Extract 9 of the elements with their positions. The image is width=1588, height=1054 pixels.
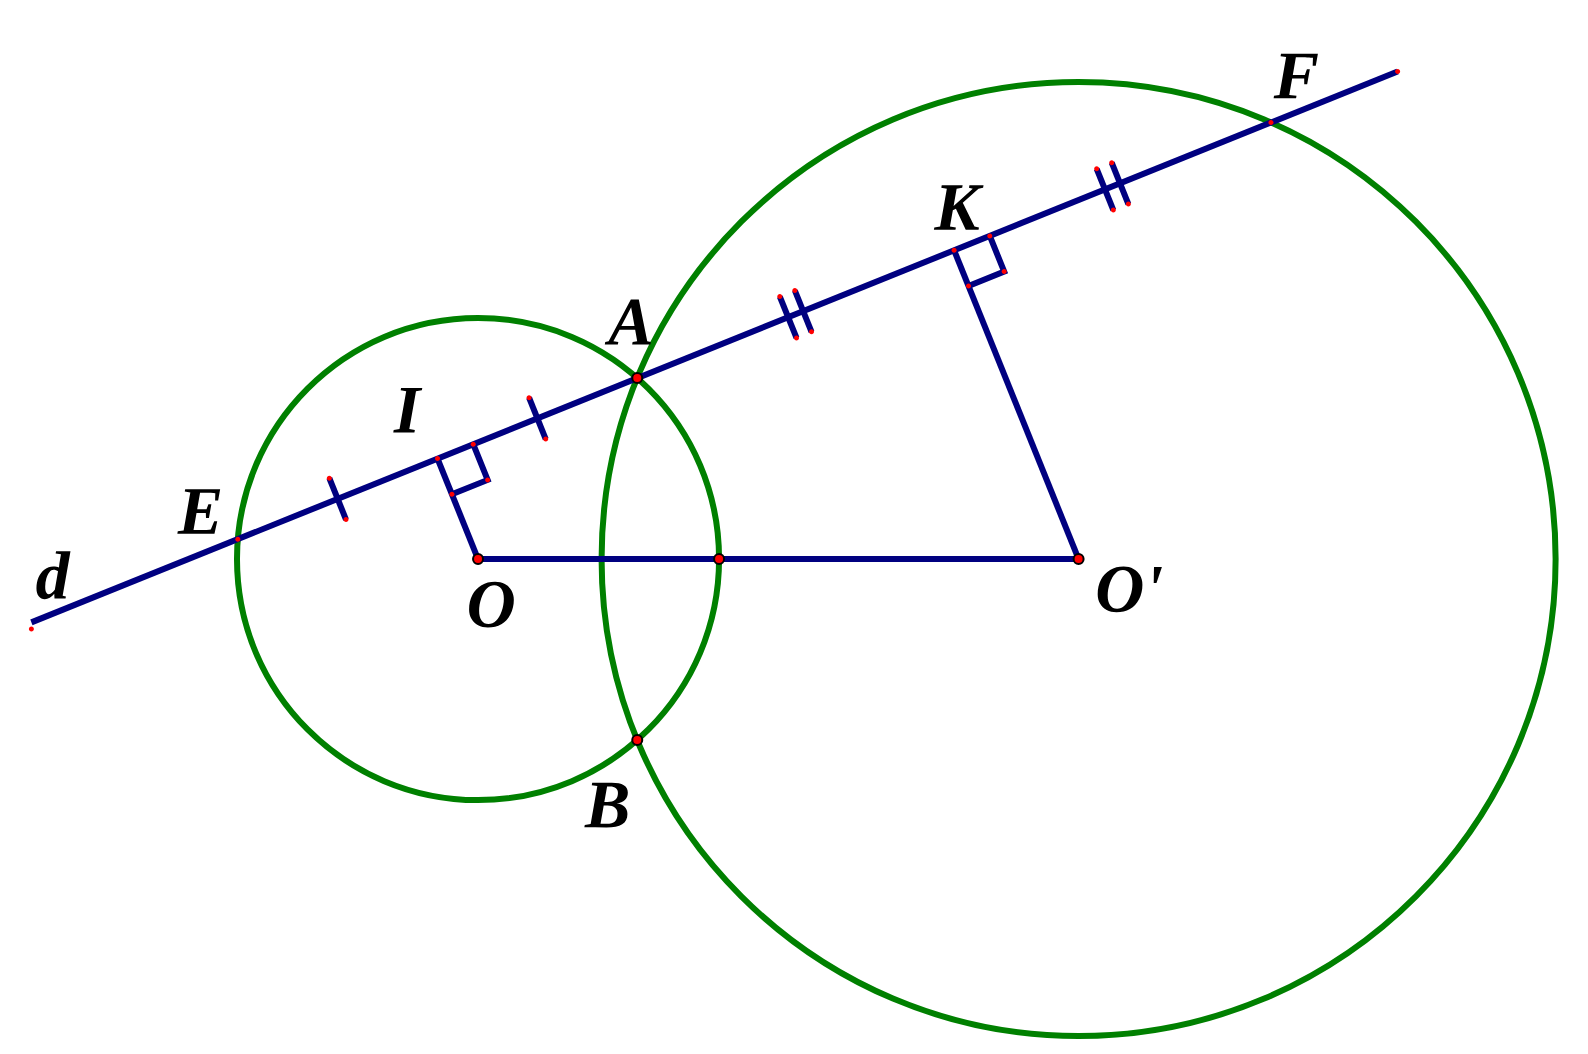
point-label: I [393, 387, 423, 433]
point-label: O [469, 581, 514, 628]
point-label: B [584, 782, 628, 828]
point-label: O' [1097, 566, 1162, 613]
point-label: E [177, 489, 221, 534]
point-label: F [1273, 53, 1318, 99]
point-label: d [36, 551, 71, 600]
point-label: A [604, 299, 651, 345]
point-label: K [933, 185, 984, 230]
